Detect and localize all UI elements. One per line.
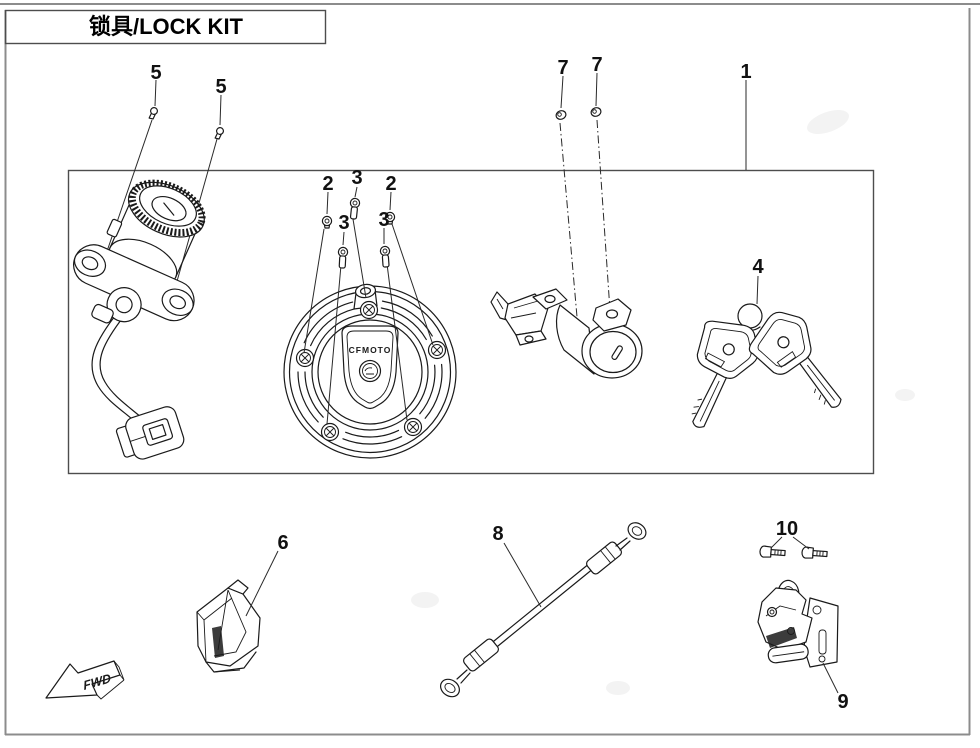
callout-5a: 5 (150, 62, 161, 84)
fastener-screws (148, 106, 602, 269)
fuel-cap-drawing: CFMOTO (283, 283, 457, 459)
screw-7b (590, 107, 602, 117)
lock-kit-box (67, 169, 875, 475)
fwd-arrow: FWD (45, 660, 125, 700)
harness-connector (115, 406, 185, 460)
callout-2a: 2 (322, 173, 333, 195)
cap-screw-top (359, 300, 379, 320)
cap-screw-upper-right (427, 340, 447, 360)
callout-4: 4 (752, 256, 764, 278)
callout-5b: 5 (215, 76, 226, 98)
callout-1: 1 (740, 61, 751, 83)
callout-10: 10 (776, 518, 798, 540)
fuel-cap-brand-text: CFMOTO (349, 345, 392, 355)
ignition-lock-drawing (73, 179, 206, 460)
scan-artifacts (411, 109, 915, 695)
latch-bolts-drawing (759, 545, 828, 559)
callout-9: 9 (837, 691, 848, 713)
seat-latch-drawing (757, 579, 839, 668)
bolt-right (801, 546, 828, 559)
lock-cable-drawing (440, 522, 647, 698)
fuel-cap-logo-icon (358, 359, 382, 383)
callout-8: 8 (492, 523, 503, 545)
seat-lock-drawing (490, 288, 643, 379)
screw-2a (321, 215, 333, 229)
callout-6: 6 (277, 532, 288, 554)
callout-3-top: 3 (351, 167, 362, 189)
callout-2b: 2 (385, 173, 396, 195)
key-set-drawing (691, 303, 842, 428)
bolt-left (759, 545, 786, 558)
callout-7a: 7 (557, 57, 568, 79)
page-frame (0, 3, 980, 736)
callout-labels: 1 2 2 3 3 3 4 5 5 6 7 7 8 9 10 (150, 54, 848, 713)
screw-5a (148, 106, 159, 120)
title-block: 锁具/LOCK KIT (4, 9, 327, 45)
screw-7a (555, 110, 567, 120)
cap-screw-lower-left (320, 422, 340, 442)
callout-3-left: 3 (338, 212, 349, 234)
screw-3-top (349, 197, 361, 220)
key-left (691, 320, 759, 428)
key-right (748, 311, 842, 408)
screw-2b (384, 211, 396, 225)
callout-3-right: 3 (378, 209, 389, 231)
cap-screw-upper-left (295, 348, 315, 368)
cap-screw-lower-right (403, 417, 423, 437)
seat-bracket-drawing (196, 579, 261, 673)
leader-lines-front (245, 80, 839, 694)
screw-3-right (379, 245, 391, 268)
screw-5b (214, 126, 225, 140)
callout-7b: 7 (591, 54, 602, 76)
page-title: 锁具/LOCK KIT (89, 14, 244, 39)
screw-3-left (337, 246, 349, 269)
